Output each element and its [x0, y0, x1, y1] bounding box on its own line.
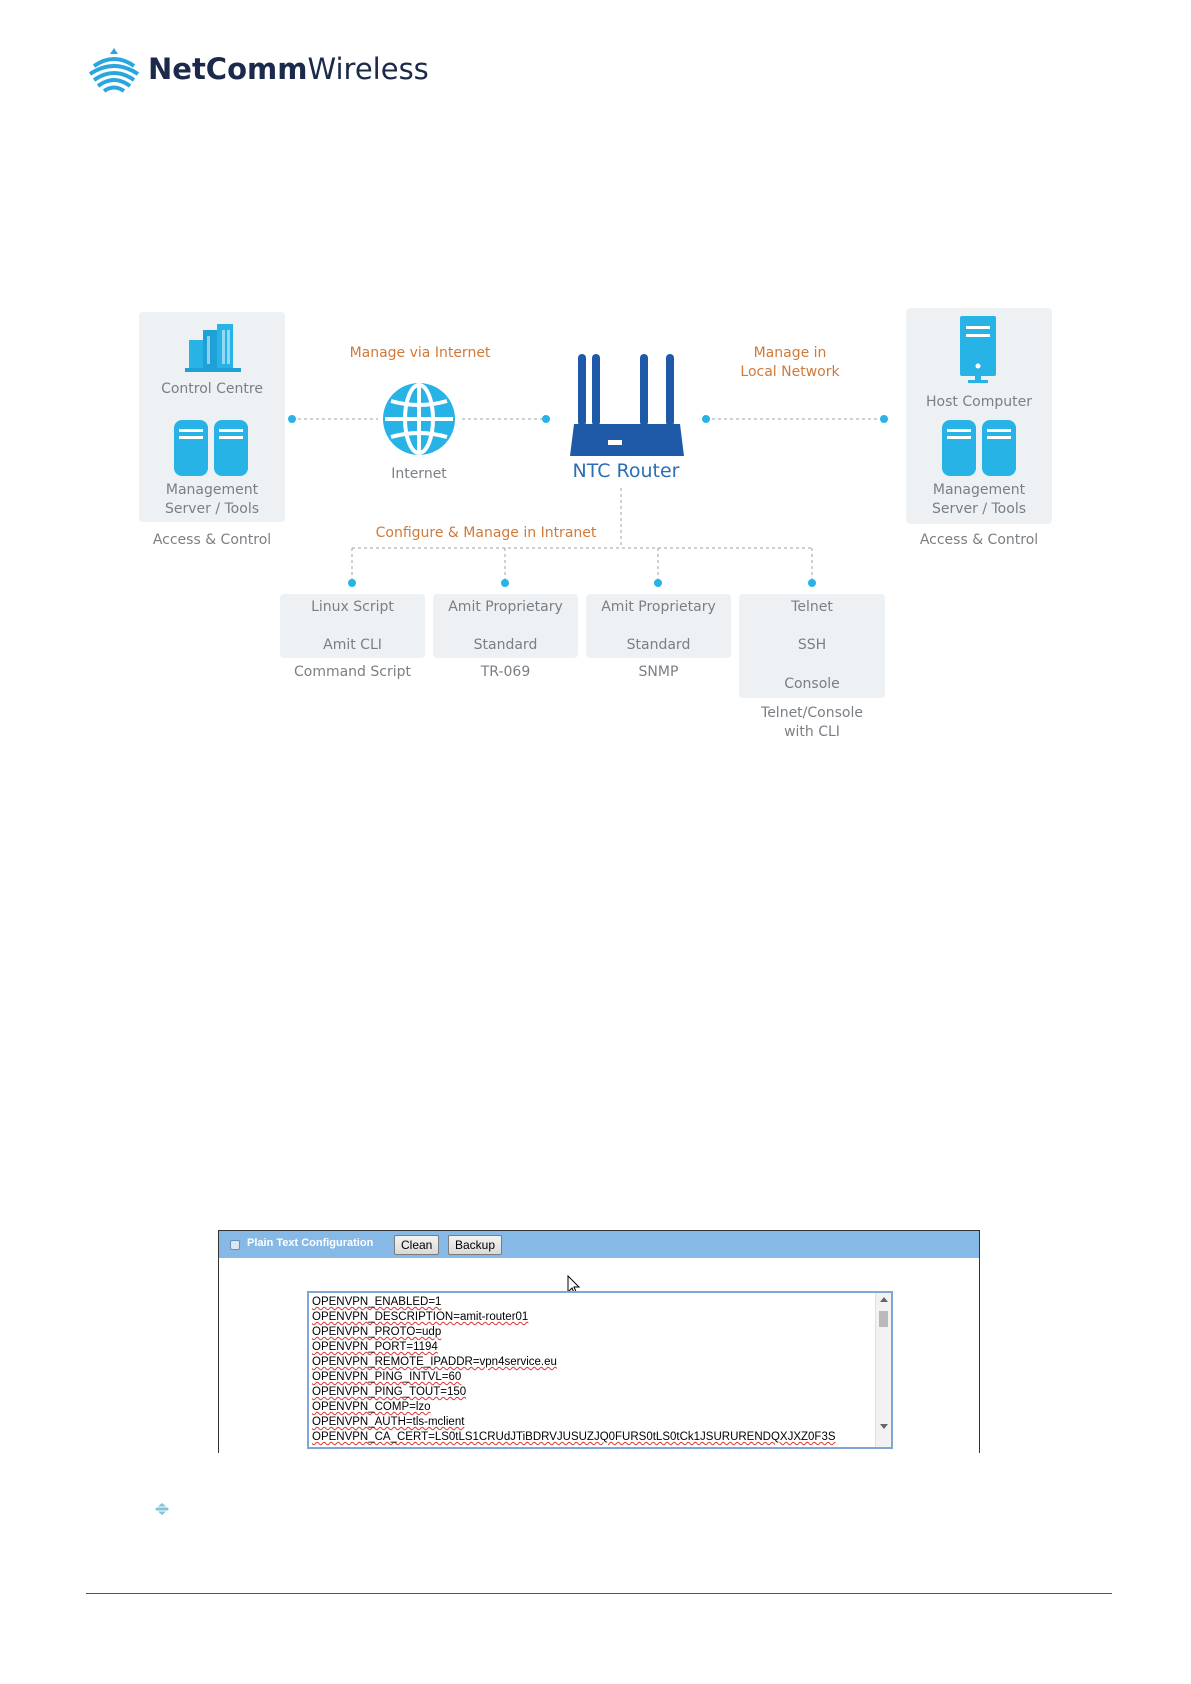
textarea-scrollbar[interactable]: [875, 1293, 891, 1447]
ssh-label: SSH: [797, 637, 827, 653]
config-title: Plain Text Configuration: [247, 1237, 374, 1249]
standard-label: Standard: [473, 637, 538, 653]
plain-text-config-screenshot: Plain Text Configuration Clean Backup OP…: [218, 1230, 980, 1453]
config-title-bar: Plain Text Configuration Clean Backup: [219, 1231, 979, 1258]
config-line: OPENVPN_PROTO=udp: [312, 1326, 442, 1338]
config-line: OPENVPN_ENABLED=1: [312, 1296, 442, 1308]
manage-in-label: Manage in: [753, 345, 827, 361]
management-label: Management: [165, 482, 259, 498]
host-computer-icon: [960, 316, 996, 383]
snmp-caption: SNMP: [638, 664, 679, 680]
server-icon: [174, 420, 248, 476]
bullet-mark-icon: [155, 1503, 169, 1515]
server-tools-label: Server / Tools: [931, 501, 1026, 517]
access-control-caption: Access & Control: [919, 532, 1039, 548]
section-bullet-icon: [230, 1240, 240, 1250]
telnet-box: [739, 594, 885, 698]
config-lines: OPENVPN_ENABLED=1 OPENVPN_DESCRIPTION=am…: [309, 1293, 891, 1445]
linux-script-label: Linux Script: [311, 599, 394, 615]
logo-wordmark: NetCommWireless: [148, 52, 429, 86]
telnet-console-caption: Telnet/Console: [761, 705, 863, 721]
snmp-box: [586, 594, 731, 658]
internet-label: Internet: [391, 466, 447, 482]
config-line: OPENVPN_REMOTE_IPADDR=vpn4service.eu: [312, 1356, 557, 1368]
config-line: OPENVPN_PING_TOUT=150: [312, 1386, 467, 1398]
config-line: OPENVPN_AUTH=tls-mclient: [312, 1416, 465, 1428]
router-icon: [570, 354, 684, 456]
console-label: Console: [784, 676, 840, 692]
with-cli-caption: with CLI: [784, 724, 840, 740]
config-line: OPENVPN_PING_INTVL=60: [312, 1371, 462, 1383]
telnet-label: Telnet: [791, 599, 833, 615]
connector-lines: [288, 415, 888, 587]
scroll-thumb[interactable]: [879, 1311, 888, 1327]
building-icon: [185, 324, 241, 372]
config-textarea[interactable]: OPENVPN_ENABLED=1 OPENVPN_DESCRIPTION=am…: [307, 1291, 893, 1449]
config-line: OPENVPN_PORT=1194: [312, 1341, 438, 1353]
tr069-caption: TR-069: [480, 664, 531, 680]
wifi-logo-icon: [88, 48, 140, 93]
config-line: OPENVPN_COMP=lzo: [312, 1401, 431, 1413]
configure-intranet-label: Configure & Manage in Intranet: [375, 525, 597, 541]
amit-proprietary-label: Amit Proprietary: [448, 599, 563, 615]
server-tools-label: Server / Tools: [164, 501, 259, 517]
amit-proprietary-label: Amit Proprietary: [601, 599, 716, 615]
management-diagram: Control Centre Management Server / Tools…: [0, 0, 1191, 760]
clean-button[interactable]: Clean: [394, 1235, 440, 1255]
config-line: OPENVPN_DESCRIPTION=amit-router01: [312, 1311, 529, 1323]
scroll-up-icon[interactable]: [880, 1297, 888, 1302]
amit-cli-label: Amit CLI: [323, 637, 382, 653]
scroll-down-icon[interactable]: [880, 1424, 888, 1429]
access-control-caption: Access & Control: [152, 532, 272, 548]
ntc-router-label: NTC Router: [572, 460, 680, 482]
host-computer-label: Host Computer: [926, 394, 1032, 410]
globe-icon: [383, 383, 455, 455]
standard-label: Standard: [626, 637, 691, 653]
tr069-box: [433, 594, 578, 658]
command-script-box: [280, 594, 425, 658]
command-script-caption: Command Script: [293, 664, 411, 680]
control-centre-label: Control Centre: [161, 381, 263, 397]
backup-button[interactable]: Backup: [448, 1235, 503, 1255]
manage-via-internet-label: Manage via Internet: [349, 345, 491, 361]
config-line: OPENVPN_CA_CERT=LS0tLS1CRUdJTiBDRVJUSUZJ…: [312, 1431, 836, 1443]
local-network-label: Local Network: [740, 364, 840, 380]
footer-divider: [86, 1593, 1112, 1594]
server-icon: [942, 420, 1016, 476]
management-label: Management: [932, 482, 1026, 498]
